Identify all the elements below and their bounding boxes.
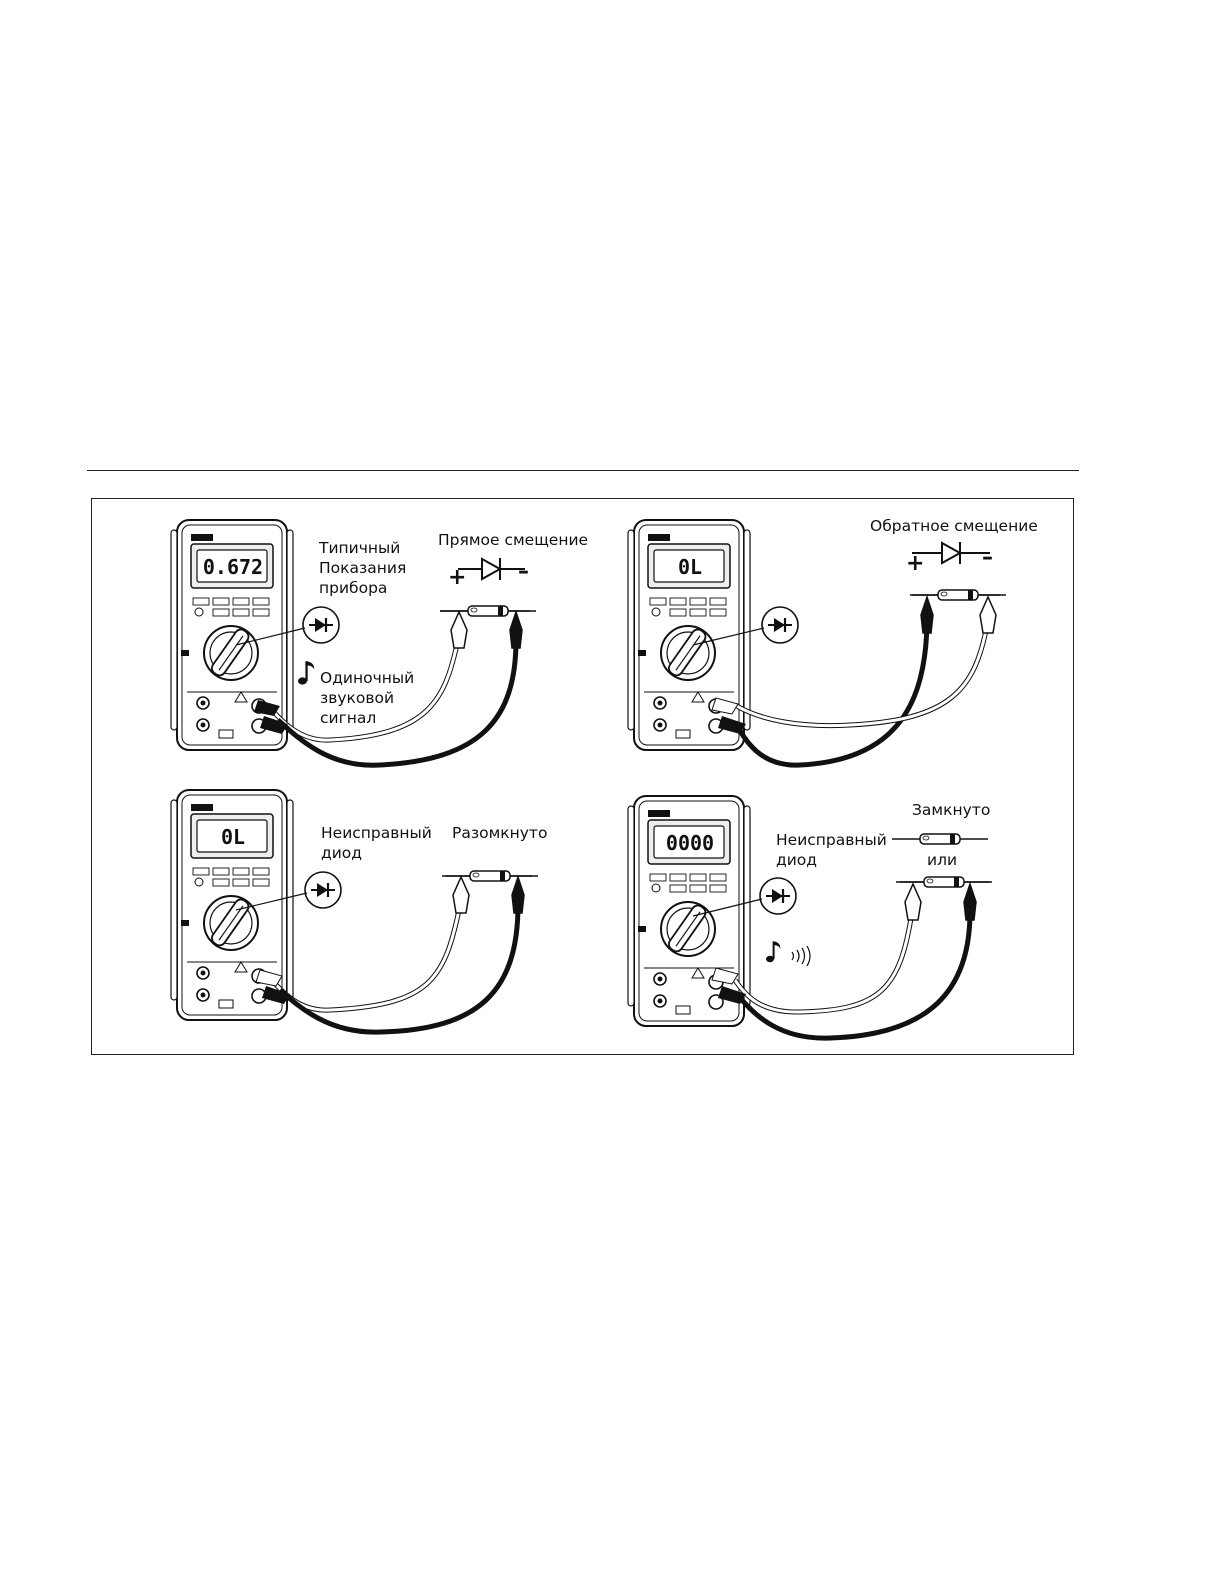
minus-sign: –: [518, 559, 529, 584]
plus-sign: +: [906, 551, 925, 576]
faulty-diode-label: Неисправный диод: [321, 824, 432, 862]
test-probe-icon: [254, 609, 523, 768]
note-icon: [764, 940, 782, 964]
lcd-readout: 0000: [665, 831, 715, 855]
diode-component: [891, 833, 989, 845]
panel-open: [170, 789, 539, 1035]
diode-component: [439, 605, 537, 617]
reverse-bias-label: Обратное смещение: [870, 517, 1038, 535]
diode-schematic-forward: [458, 557, 525, 581]
single-beep-label: Одиночный звуковой сигнал: [320, 669, 415, 727]
panel-reverse: [627, 519, 1007, 768]
diode-icon: [760, 605, 800, 645]
panel-shorted: [627, 795, 993, 1041]
test-probe-icon: [255, 874, 525, 1035]
diode-schematic-reverse: [912, 541, 990, 565]
diode-component: [909, 589, 1007, 601]
lcd-readout: 0.672: [202, 555, 264, 579]
note-icon: [296, 660, 316, 686]
faulty-diode-label: Неисправный диод: [776, 831, 887, 869]
diode-component: [441, 870, 539, 882]
plus-sign: +: [448, 565, 467, 590]
beeper-icon: [791, 945, 811, 967]
shorted-label: Замкнуто: [912, 801, 991, 819]
or-label: или: [927, 851, 958, 869]
minus-sign: –: [982, 545, 993, 570]
diode-icon: [758, 876, 798, 916]
page-rule: [87, 470, 1079, 471]
open-label: Разомкнуто: [452, 824, 548, 842]
lcd-readout: 0L: [220, 825, 246, 849]
figure-frame: [91, 498, 1074, 1055]
forward-bias-label: Прямое смещение: [438, 531, 589, 549]
lcd-readout: 0L: [677, 555, 703, 579]
test-probe-icon: [711, 881, 977, 1041]
typical-reading-label: Типичный Показания прибора: [319, 539, 407, 597]
test-probe-icon: [711, 594, 997, 768]
diode-icon: [303, 870, 343, 910]
diode-component: [895, 876, 993, 888]
diode-icon: [301, 605, 341, 645]
panel-forward: [170, 519, 537, 768]
